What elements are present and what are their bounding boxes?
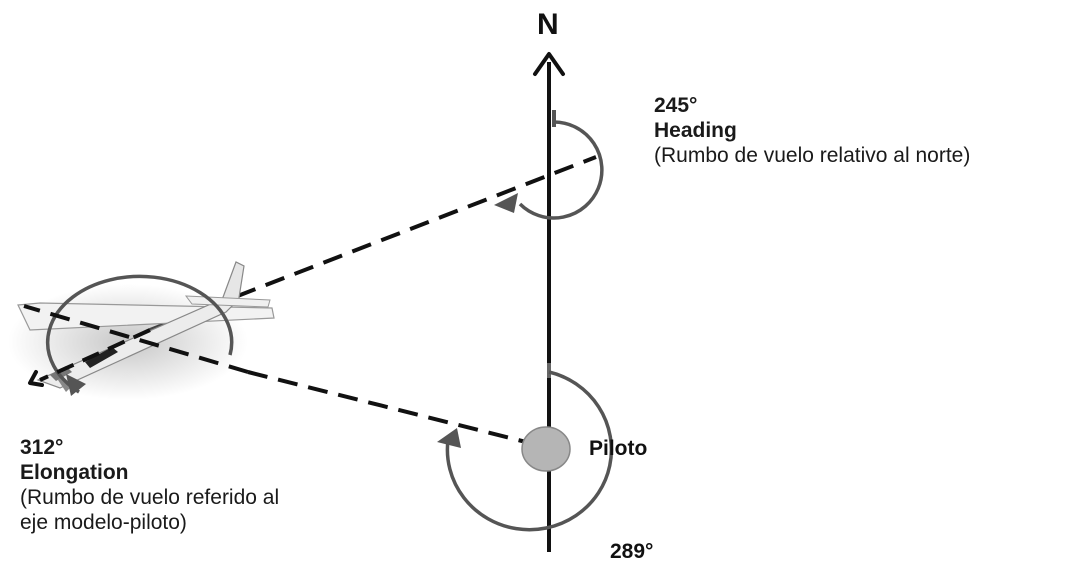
pilot-angle-label: 289° — [610, 540, 654, 563]
elongation-description-line2: eje modelo-piloto) — [20, 511, 187, 534]
north-arrow-icon — [533, 52, 565, 76]
heading-angle: 245° — [654, 94, 698, 117]
pilot-arc — [437, 363, 614, 532]
north-label: N — [537, 8, 559, 41]
pilot-arc-arrowhead-icon — [437, 428, 461, 448]
elongation-arc — [45, 274, 234, 396]
heading-arc — [494, 110, 604, 220]
model-airplane-icon — [8, 261, 275, 400]
flight-direction-dashed-line — [23, 304, 249, 374]
elongation-description-line1: (Rumbo de vuelo referido al — [20, 486, 280, 509]
heading-title: Heading — [654, 119, 737, 142]
heading-label-block: 245° Heading (Rumbo de vuelo relativo al… — [654, 93, 970, 168]
elongation-title: Elongation — [20, 461, 129, 484]
heading-arc-arrowhead-icon — [494, 193, 518, 213]
elongation-label-block: 312° Elongation (Rumbo de vuelo referido… — [20, 435, 279, 535]
model-pilot-axis-dashed-line — [247, 370, 527, 444]
heading-description: (Rumbo de vuelo relativo al norte) — [654, 144, 971, 167]
elongation-arc-arrowhead-icon — [66, 374, 86, 396]
pilot-label: Piloto — [589, 437, 648, 460]
elongation-angle: 312° — [20, 436, 64, 459]
flight-direction-arrow-icon — [28, 370, 44, 387]
flight-direction-nose-dashed-line — [39, 328, 151, 382]
pilot-circle-icon — [521, 426, 571, 472]
